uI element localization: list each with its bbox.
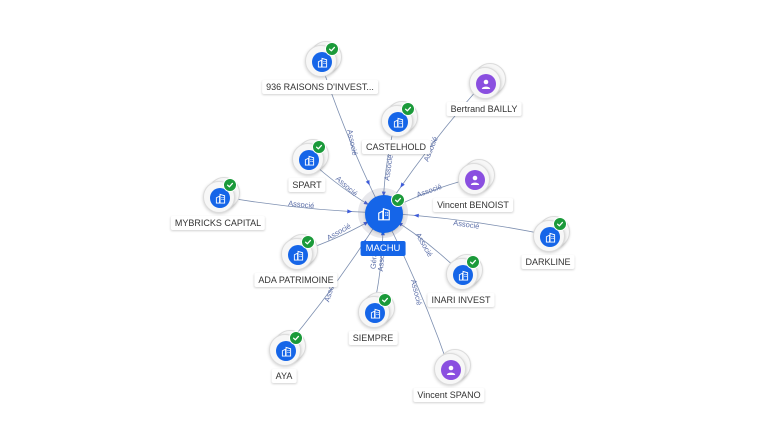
building-icon [374,204,394,224]
node-bubble[interactable] [358,292,395,328]
node-label[interactable]: SPART [288,178,326,192]
node-bubble[interactable] [458,159,495,195]
node-circle[interactable] [469,67,501,99]
node-bubble[interactable] [203,177,240,213]
building-icon [276,341,296,361]
edge-label: Associé [409,279,424,307]
node-bubble[interactable] [281,234,318,270]
edge-label: Associé [288,199,315,211]
building-icon [453,265,473,285]
building-icon [365,303,385,323]
node-label[interactable]: DARKLINE [521,255,575,269]
edge-label: Associé [414,231,435,258]
node-bubble[interactable] [292,139,329,175]
node-bubble[interactable] [269,330,306,366]
node-bubble[interactable] [358,188,408,238]
node-label[interactable]: MYBRICKS CAPITAL [170,216,266,230]
edge-label: Associé [382,154,395,181]
node-bubble[interactable] [381,101,418,137]
edge-label: Associé [345,129,359,157]
node-label[interactable]: Vincent SPANO [413,388,485,402]
node-label[interactable]: INARI INVEST [427,293,495,307]
node-label[interactable]: ADA PATRIMOINE [254,273,338,287]
building-icon [299,150,319,170]
edge-arrow [347,209,353,214]
node-bubble[interactable] [446,254,483,290]
edge-arrow [381,191,386,197]
node-label[interactable]: CASTELHOLD [361,140,431,154]
person-icon [441,360,461,380]
node-circle[interactable] [358,296,390,328]
check-icon [325,42,339,56]
edge-arrow [365,180,370,186]
person-icon [476,74,496,94]
node-label[interactable]: SIEMPRE [348,331,398,345]
check-icon [289,331,303,345]
building-icon [388,112,408,132]
building-icon [210,188,230,208]
check-icon [301,235,315,249]
check-icon [378,293,392,307]
building-icon [288,245,308,265]
building-icon [540,227,560,247]
edge-label: GérantAssocié [368,244,387,272]
node-label[interactable]: 936 RAISONS D'INVEST... [262,80,378,94]
edge-line [319,59,384,214]
edge-label: Associé [415,182,443,199]
edge-label: Associé [453,218,480,231]
check-icon [312,140,326,154]
edge-arrow [413,213,419,218]
pin-tail [377,227,389,235]
node-bubble[interactable] [434,349,471,385]
node-label[interactable]: AYA [271,369,297,383]
node-bubble[interactable] [469,63,506,99]
node-label[interactable]: Vincent BENOIST [433,198,513,212]
building-icon [312,52,332,72]
node-bubble[interactable] [305,41,342,77]
check-icon [553,217,567,231]
check-icon [223,178,237,192]
node-circle[interactable] [458,163,490,195]
node-circle[interactable] [292,143,324,175]
person-icon [465,170,485,190]
node-label[interactable]: MACHU [360,241,406,256]
node-bubble[interactable] [533,216,570,252]
edge-arrow [400,182,405,188]
check-icon [401,102,415,116]
node-circle[interactable] [434,353,466,385]
edge-label: Associé [334,174,360,198]
node-label[interactable]: Bertrand BAILLY [446,102,522,116]
node-circle[interactable] [446,258,478,290]
check-icon [391,193,405,207]
check-icon [466,255,480,269]
